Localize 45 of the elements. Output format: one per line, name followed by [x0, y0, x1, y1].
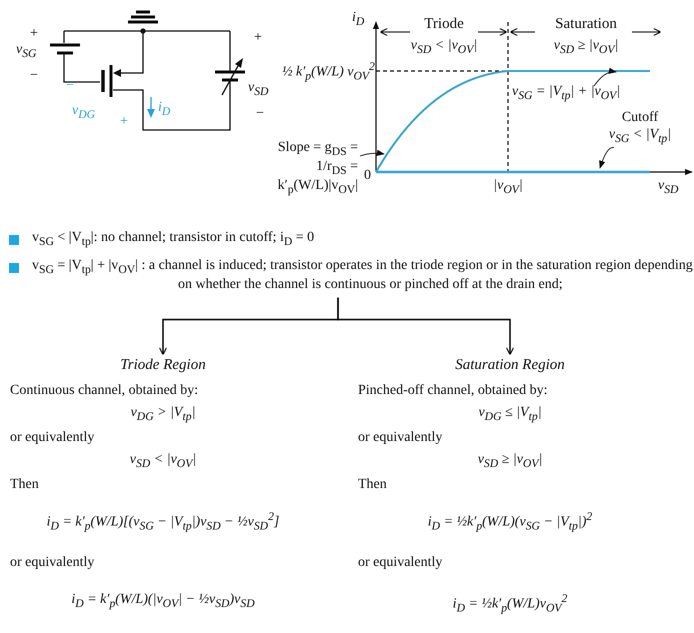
- polarity-sign: +: [30, 26, 38, 42]
- axis-label: i$_{D}$: [352, 10, 364, 28]
- region-label: Triode: [424, 16, 464, 34]
- region-heading: Triode Region: [103, 356, 223, 374]
- region-condition: v$_{SD}$ ≥ |v$_{OV}$|: [554, 38, 618, 56]
- equation: v$_{DG}$ ≤ |V$_{tp}$|: [478, 405, 542, 424]
- equation: v$_{SD}$ ≥ |v$_{OV}$|: [478, 452, 542, 470]
- body-text: Then: [10, 477, 39, 494]
- leader-line: [599, 146, 614, 169]
- condition-text: v$_{SG}$ < |V$_{tp}$|: no channel; transistor in cutoff; i$_{D}$ = 0: [32, 230, 314, 248]
- body-text: Pinched-off channel, obtained by:: [358, 383, 548, 400]
- region-label: Cutoff: [620, 110, 660, 127]
- polarity-sign: −: [30, 68, 38, 84]
- region-condition: v$_{SG}$ < |V$_{tp}$|: [608, 126, 672, 146]
- axis-label: v$_{SD}$: [658, 178, 678, 196]
- body-text: or equivalently: [10, 430, 94, 446]
- body-text: or equivalently: [10, 555, 94, 572]
- polarity-sign: +: [254, 30, 262, 46]
- equation: v$_{SD}$ < |v$_{OV}$|: [130, 452, 196, 470]
- leader-line: [360, 150, 385, 156]
- curve-annotation: v$_{SG}$ = |V$_{tp}$| + |v$_{OV}$|: [512, 84, 687, 103]
- origin-label: 0: [364, 168, 371, 184]
- leader-line: [594, 68, 617, 86]
- equation: i$_{D}$ = k′$_{p}$(W/L)[(v$_{SG}$ − |V$_{tp}$|)v$_{SD}$ − ½v$_{SD}$$^{2}$]: [46, 510, 280, 533]
- condition-text: v$_{SG}$ = |V$_{tp}$| + |v$_{OV}$| : a channel is induced; transistor operates in the triode region or in the saturation region depending on whether the channel is continuous or pinched off at the drain end;: [32, 258, 694, 294]
- polarity-sign: −: [66, 78, 74, 94]
- voltage-label: v$_{DG}$: [72, 103, 96, 122]
- slope-annotation: Slope = g$_{DS}$ = 1/r$_{DS}$ = k′$_{p}$(W/L)|v$_{OV}$|: [270, 140, 358, 196]
- polarity-sign: −: [256, 106, 264, 122]
- equation: i$_{D}$ = ½k′$_{p}$(W/L)(v$_{SG}$ − |V$_{tp}$|)$^{2}$: [428, 510, 592, 533]
- body-text: Then: [358, 477, 387, 494]
- voltage-label: v$_{SG}$: [16, 42, 36, 60]
- arrow: [337, 298, 514, 356]
- polarity-sign: +: [120, 114, 128, 130]
- tick-label: |v$_{OV}$|: [493, 178, 523, 196]
- equation: v$_{DG}$ > |V$_{tp}$|: [130, 405, 196, 424]
- current-label: i$_{D}$: [158, 100, 170, 118]
- body-text: Continuous channel, obtained by:: [10, 383, 198, 400]
- region-condition: v$_{SD}$ < |v$_{OV}$|: [410, 38, 478, 56]
- region-label: Saturation: [555, 16, 617, 34]
- region-heading: Saturation Region: [440, 356, 580, 374]
- equation: i$_{D}$ = k′$_{p}$(W/L)(|v$_{OV}$| − ½v$_{SD}$)v$_{SD}$: [71, 592, 255, 610]
- body-text: or equivalently: [358, 430, 442, 446]
- body-text: or equivalently: [358, 555, 442, 572]
- voltage-label: v$_{SD}$: [248, 80, 268, 98]
